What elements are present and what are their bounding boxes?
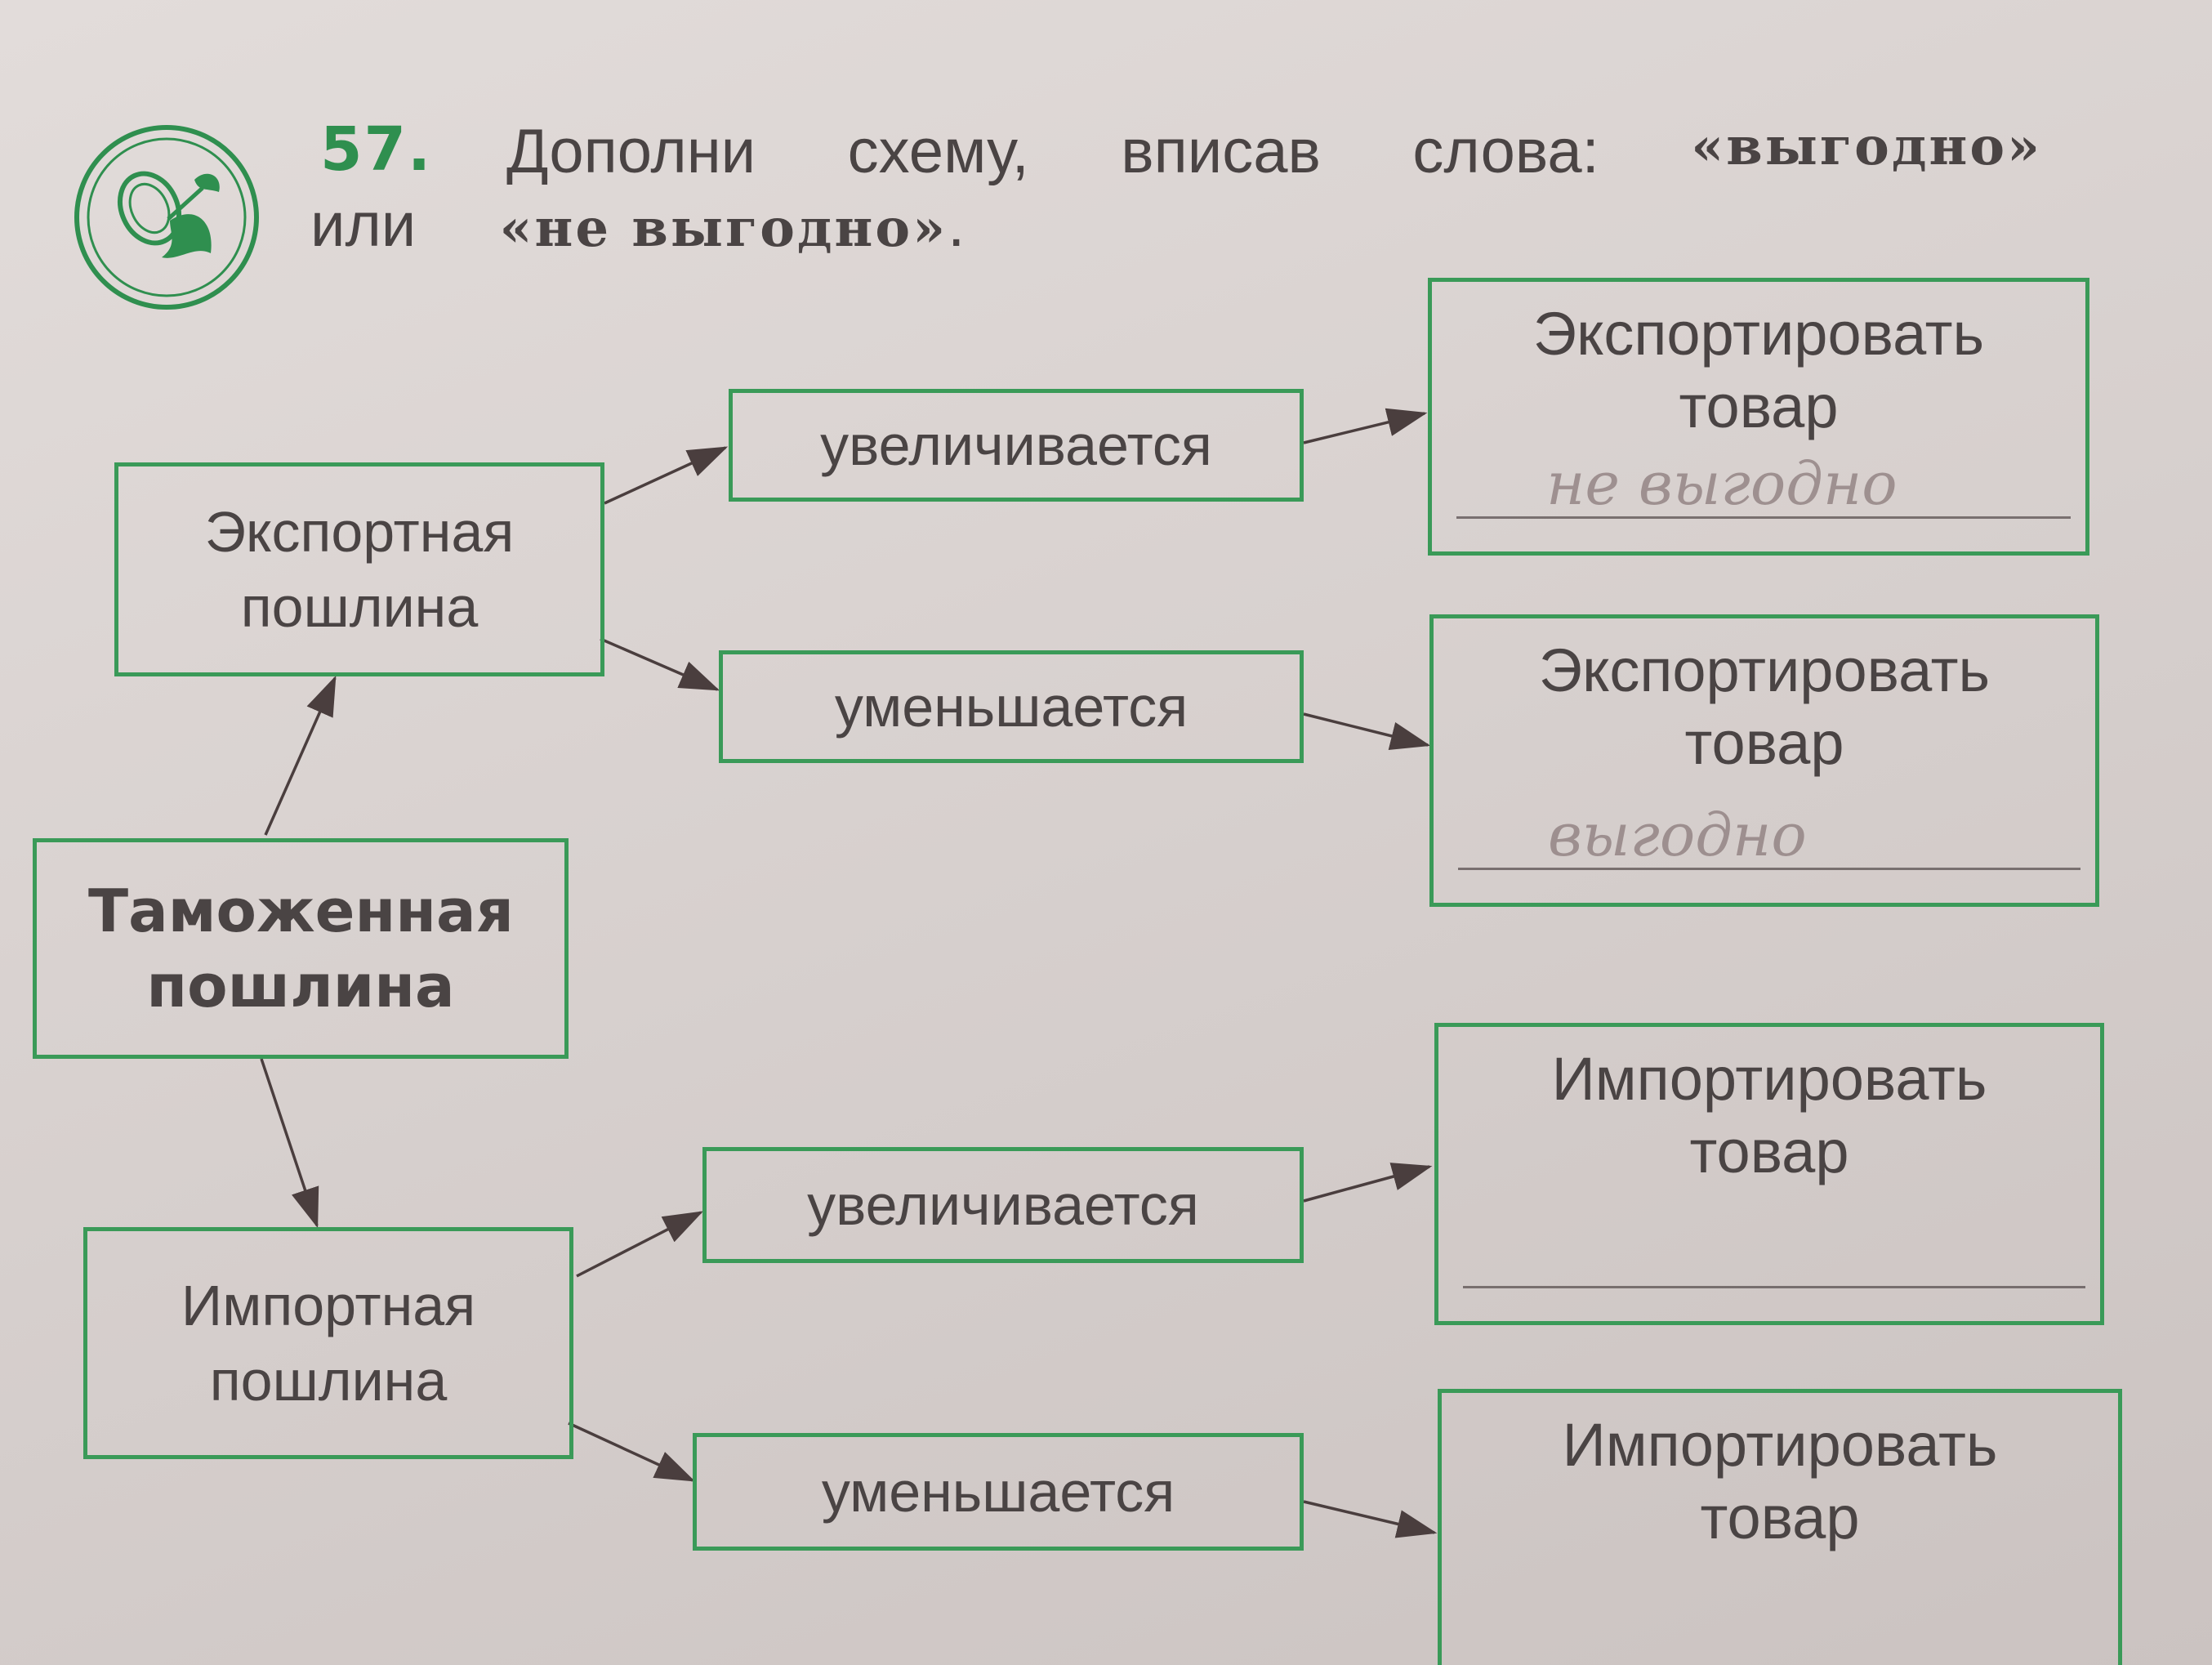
- export-increase-box: увеличивается: [729, 389, 1304, 502]
- import-increase-box: увеличивается: [702, 1147, 1304, 1263]
- answer-field[interactable]: [1463, 1221, 2085, 1288]
- result-label: Экспортировать товар: [1538, 636, 1991, 777]
- arrow-down-to-result4: [1303, 1500, 1438, 1538]
- result-box-import-up: Импортировать товар: [1434, 1023, 2104, 1325]
- instruction-word: вписав: [1121, 117, 1321, 186]
- import-decrease-box: уменьшается: [693, 1433, 1304, 1551]
- arrow-import-to-down: [568, 1422, 696, 1482]
- instruction-word: «выгодно»: [1691, 116, 2042, 177]
- task-instruction-line2: или «не выгодно».: [310, 190, 965, 261]
- arrow-up-to-result1: [1303, 408, 1428, 444]
- arrow-root-to-export: [264, 675, 337, 836]
- arrow-up-to-result3: [1303, 1163, 1433, 1203]
- task-number: 57.: [320, 114, 433, 185]
- instruction-word: схему,: [847, 117, 1029, 186]
- result-label: Импортировать товар: [1562, 1411, 1998, 1551]
- change-label: увеличивается: [820, 413, 1212, 477]
- coin-plant-icon: [74, 125, 259, 310]
- arrow-root-to-import: [260, 1058, 319, 1229]
- arrow-export-to-down: [600, 637, 720, 691]
- result-box-export-up: Экспортировать товар не выгодно: [1428, 278, 2089, 556]
- task-instruction-line1: Дополни схему, вписав слова: «выгодно»: [506, 116, 2042, 187]
- instruction-word: или: [310, 190, 417, 260]
- instruction-punct: .: [948, 190, 966, 260]
- change-label: увеличивается: [807, 1172, 1199, 1237]
- root-label: Таможенная пошлина: [88, 876, 514, 1020]
- change-label: уменьшается: [834, 674, 1189, 739]
- instruction-word: слова:: [1412, 117, 1599, 186]
- change-label: уменьшается: [821, 1459, 1175, 1524]
- export-duty-label: Экспортная пошлина: [204, 499, 515, 639]
- result-label: Импортировать товар: [1551, 1045, 1987, 1185]
- result-label: Экспортировать товар: [1532, 300, 1985, 440]
- arrow-down-to-result2: [1303, 712, 1431, 750]
- import-duty-box: Импортная пошлина: [83, 1227, 573, 1459]
- answer-field[interactable]: выгодно: [1458, 802, 2080, 870]
- result-box-export-down: Экспортировать товар выгодно: [1429, 614, 2099, 907]
- instruction-word: «не выгодно»: [499, 198, 948, 259]
- arrow-import-to-up: [576, 1211, 704, 1278]
- instruction-word: Дополни: [506, 117, 756, 186]
- result-box-import-down: Импортировать товар: [1438, 1389, 2122, 1665]
- export-decrease-box: уменьшается: [719, 650, 1304, 763]
- import-duty-label: Импортная пошлина: [181, 1273, 476, 1413]
- arrow-export-to-up: [604, 446, 729, 505]
- export-duty-box: Экспортная пошлина: [114, 462, 604, 676]
- root-box-customs-duty: Таможенная пошлина: [33, 838, 569, 1059]
- answer-field[interactable]: не выгодно: [1456, 451, 2071, 519]
